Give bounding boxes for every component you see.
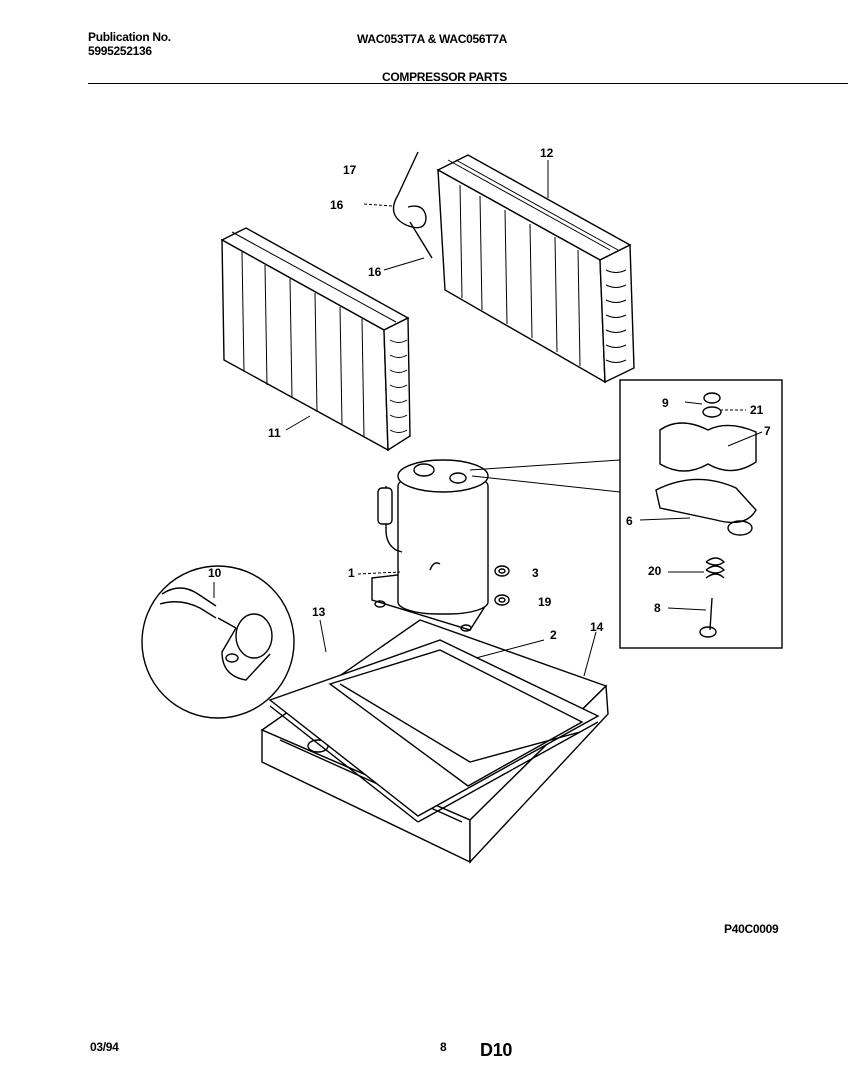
page-number: 8	[440, 1040, 447, 1054]
callout-21: 21	[750, 403, 764, 417]
callout-1: 1	[348, 566, 355, 580]
callout-20: 20	[648, 564, 662, 578]
callout-2: 2	[550, 628, 557, 642]
condenser-coil	[436, 154, 635, 384]
callout-19: 19	[538, 595, 552, 609]
leader-lines	[213, 160, 763, 677]
callout-7: 7	[764, 424, 771, 438]
publication-number: 5995252136	[88, 44, 152, 58]
page-code: D10	[480, 1040, 513, 1060]
issue-date: 03/94	[90, 1040, 119, 1054]
compressor	[371, 459, 489, 632]
callout-16-top: 16	[330, 198, 344, 212]
callout-14: 14	[590, 620, 604, 634]
callout-11: 11	[268, 426, 281, 440]
callout-12: 12	[540, 146, 554, 160]
callout-8: 8	[654, 601, 661, 615]
callout-10: 10	[208, 566, 222, 580]
model-numbers: WAC053T7A & WAC056T7A	[357, 32, 507, 46]
callout-9: 9	[662, 396, 669, 410]
callout-16-bottom: 16	[368, 265, 382, 279]
callout-6: 6	[626, 514, 633, 528]
evaporator-coil	[220, 227, 411, 452]
callout-3: 3	[532, 566, 539, 580]
section-title: COMPRESSOR PARTS	[382, 70, 507, 84]
publication-label: Publication No.	[88, 30, 171, 44]
header-rule	[88, 83, 848, 84]
drawing-code: P40C0009	[724, 922, 779, 936]
thermostat-bulb	[392, 151, 433, 259]
callout-17: 17	[343, 163, 357, 177]
detail-box	[619, 379, 783, 649]
drain-tray	[268, 639, 600, 823]
capacitor-inset	[141, 565, 295, 719]
callout-13: 13	[312, 605, 326, 619]
